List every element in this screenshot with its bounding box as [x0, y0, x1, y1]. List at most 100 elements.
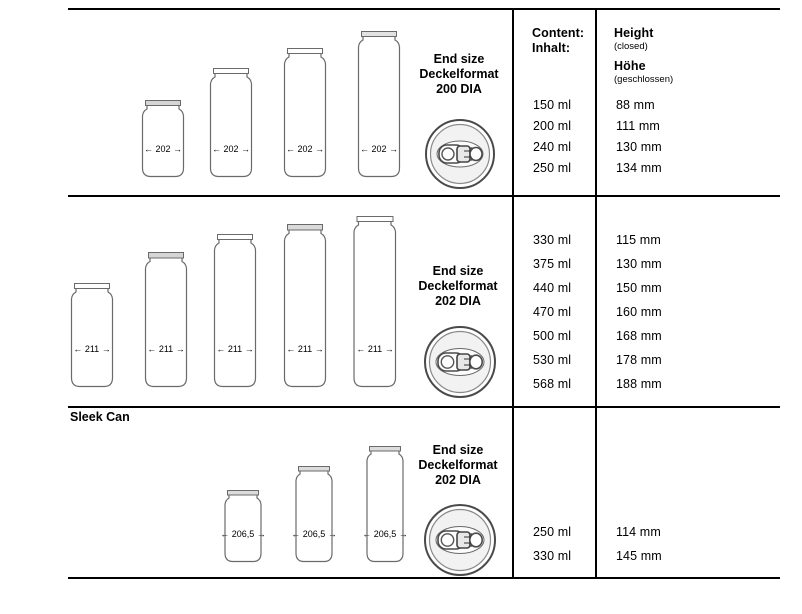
content-cell-sleek-250ml: 250 ml: [533, 525, 572, 539]
arrow-left-icon: ←: [359, 144, 369, 154]
can-440ml: [211, 234, 259, 388]
height-cell-530ml: 178 mm: [616, 353, 662, 367]
end-size-line1-section-1: End size: [433, 52, 485, 66]
diameter-label-500ml: ← 211 →: [343, 344, 407, 354]
diameter-label-440ml: ← 211 →: [203, 344, 267, 354]
end-size-line2-section-1: Deckelformat: [419, 67, 499, 81]
diameter-value-sleek-extra: 206,5: [373, 529, 397, 539]
diameter-value-200ml: 202: [223, 144, 239, 154]
content-cell-150ml: 150 ml: [533, 98, 572, 112]
content-cell-568ml: 568 ml: [533, 377, 572, 391]
content-cell-470ml: 470 ml: [533, 305, 572, 319]
arrow-left-icon: ←: [147, 344, 157, 354]
divider-bottom: [68, 577, 780, 579]
can-150ml: [139, 100, 187, 178]
end-size-line3-section-2: 202 DIA: [435, 294, 481, 308]
diameter-label-150ml: ← 202 →: [131, 144, 195, 154]
content-cell-200ml: 200 ml: [533, 119, 572, 133]
can-330ml: [68, 283, 116, 388]
can-lid-icon-section-2: [423, 325, 497, 399]
diameter-label-sleek-330ml: ← 206,5 →: [282, 529, 346, 539]
diameter-label-sleek-extra: ← 206,5 →: [353, 529, 417, 539]
column-divider-content: [512, 8, 514, 578]
arrow-right-icon: →: [327, 529, 337, 539]
arrow-left-icon: ←: [356, 344, 366, 354]
can-sleek-250ml: [222, 490, 264, 563]
can-sleek-extra: [364, 446, 406, 563]
arrow-right-icon: →: [101, 344, 111, 354]
height-cell-568ml: 188 mm: [616, 377, 662, 391]
arrow-left-icon: ←: [285, 144, 295, 154]
arrow-left-icon: ←: [143, 144, 153, 154]
arrow-right-icon: →: [315, 144, 325, 154]
diameter-label-330ml: ← 211 →: [60, 344, 124, 354]
can-lid-icon-section-3: [423, 503, 497, 577]
height-cell-sleek-250ml: 114 mm: [616, 525, 661, 539]
column-header-content-en: Content:: [532, 26, 585, 40]
divider-top: [68, 8, 780, 10]
diameter-value-150ml: 202: [155, 144, 171, 154]
height-cell-240ml: 130 mm: [616, 140, 662, 154]
can-sleek-330ml: [293, 466, 335, 563]
column-header-height: Height (closed) Höhe (geschlossen): [614, 26, 673, 86]
can-240ml: [281, 48, 329, 178]
height-cell-sleek-330ml: 145 mm: [616, 549, 662, 563]
end-size-label-section-3: End size Deckelformat 202 DIA: [406, 443, 510, 488]
end-size-line2-section-2: Deckelformat: [418, 279, 498, 293]
arrow-right-icon: →: [256, 529, 266, 539]
content-cell-330ml: 330 ml: [533, 233, 572, 247]
content-cell-440ml: 440 ml: [533, 281, 572, 295]
arrow-right-icon: →: [384, 344, 394, 354]
diameter-label-240ml: ← 202 →: [273, 144, 337, 154]
height-cell-200ml: 111 mm: [616, 119, 660, 133]
divider-section-2-3: [68, 406, 780, 408]
diameter-value-330ml: 211: [84, 344, 100, 354]
height-cell-375ml: 130 mm: [616, 257, 662, 271]
diameter-label-375ml: ← 211 →: [134, 344, 198, 354]
end-size-line3-section-3: 202 DIA: [435, 473, 481, 487]
column-header-height-en: Height: [614, 26, 654, 40]
can-470ml: [281, 224, 329, 388]
height-cell-150ml: 88 mm: [616, 98, 655, 112]
column-header-content: Content: Inhalt:: [532, 26, 584, 56]
end-size-line1-section-2: End size: [432, 264, 484, 278]
arrow-right-icon: →: [389, 144, 399, 154]
arrow-left-icon: ←: [286, 344, 296, 354]
arrow-right-icon: →: [244, 344, 254, 354]
arrow-left-icon: ←: [73, 344, 83, 354]
content-cell-240ml: 240 ml: [533, 140, 572, 154]
column-header-height-de: Höhe: [614, 59, 646, 73]
diameter-value-440ml: 211: [227, 344, 243, 354]
diameter-value-240ml: 202: [297, 144, 313, 154]
diameter-value-470ml: 211: [297, 344, 313, 354]
diameter-value-sleek-250ml: 206,5: [231, 529, 255, 539]
divider-section-1-2: [68, 195, 780, 197]
arrow-right-icon: →: [175, 344, 185, 354]
can-500ml: [350, 216, 400, 388]
content-cell-250ml: 250 ml: [533, 161, 572, 175]
arrow-right-icon: →: [314, 344, 324, 354]
height-cell-470ml: 160 mm: [616, 305, 662, 319]
height-cell-330ml: 115 mm: [616, 233, 661, 247]
arrow-left-icon: ←: [211, 144, 221, 154]
end-size-label-section-1: End size Deckelformat 200 DIA: [409, 52, 509, 97]
arrow-left-icon: ←: [291, 529, 301, 539]
column-header-height-de-sub: (geschlossen): [614, 74, 674, 85]
arrow-right-icon: →: [173, 144, 183, 154]
diameter-label-sleek-250ml: ← 206,5 →: [211, 529, 275, 539]
end-size-line2-section-3: Deckelformat: [418, 458, 498, 472]
can-250ml: [355, 31, 403, 178]
diameter-value-250ml: 202: [371, 144, 387, 154]
arrow-left-icon: ←: [216, 344, 226, 354]
can-375ml: [142, 252, 190, 388]
height-cell-440ml: 150 mm: [616, 281, 662, 295]
end-size-label-section-2: End size Deckelformat 202 DIA: [406, 264, 510, 309]
content-cell-375ml: 375 ml: [533, 257, 572, 271]
diameter-label-470ml: ← 211 →: [273, 344, 337, 354]
can-200ml: [207, 68, 255, 178]
end-size-line1-section-3: End size: [432, 443, 484, 457]
can-lid-icon-section-1: [424, 118, 496, 190]
column-header-height-en-sub: (closed): [614, 41, 648, 52]
column-divider-height: [595, 8, 597, 578]
